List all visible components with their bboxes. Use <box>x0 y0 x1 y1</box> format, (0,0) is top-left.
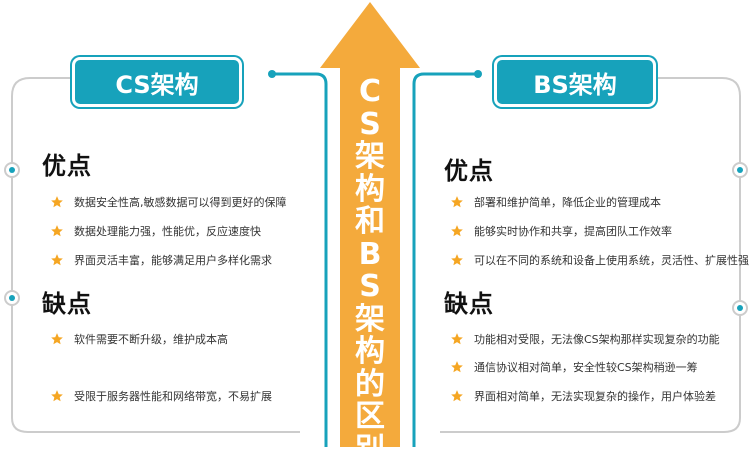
right-pro-item: 部署和维护简单，降低企业的管理成本 <box>450 193 661 211</box>
right-dot-bottom <box>732 300 748 316</box>
left-pro-item: 界面灵活丰富，能够满足用户多样化需求 <box>50 251 272 269</box>
arrow-label-char: S <box>359 106 381 142</box>
left-connector-line <box>272 72 328 447</box>
arrow-label-char: 架 <box>355 301 385 337</box>
left-pros-heading: 优点 <box>42 152 92 180</box>
left-pro-item: 数据安全性高,敏感数据可以得到更好的保障 <box>50 193 287 211</box>
left-con-text: 受限于服务器性能和网络带宽，不易扩展 <box>74 390 272 403</box>
star-icon <box>451 196 463 208</box>
right-pro-text: 能够实时协作和共享，提高团队工作效率 <box>474 225 672 238</box>
arrow-label-char: 构 <box>355 334 385 369</box>
right-pro-item: 可以在不同的系统和设备上使用系统，灵活性、扩展性强 <box>450 251 749 269</box>
arrow-label-char: 别 <box>355 431 385 467</box>
star-icon <box>451 225 463 237</box>
left-cons-heading: 缺点 <box>42 290 92 318</box>
star-icon <box>451 333 463 345</box>
right-con-item: 功能相对受限，无法像CS架构那样实现复杂的功能 <box>450 330 720 348</box>
background-graphics <box>11 2 741 447</box>
left-pro-text: 界面灵活丰富，能够满足用户多样化需求 <box>74 254 272 267</box>
arrow-label-char: 和 <box>355 204 385 239</box>
right-panel-border <box>440 77 741 433</box>
left-con-text: 软件需要不断升级，维护成本高 <box>74 333 228 346</box>
right-dot-top <box>732 162 748 178</box>
right-con-text: 界面相对简单，无法实现复杂的操作，用户体验差 <box>474 390 716 403</box>
right-panel-title: BS架构 <box>494 57 656 107</box>
star-icon <box>51 333 63 345</box>
right-pro-item: 能够实时协作和共享，提高团队工作效率 <box>450 222 672 240</box>
left-panel-title: CS架构 <box>72 57 242 107</box>
right-pros-heading: 优点 <box>444 157 494 185</box>
right-con-text: 通信协议相对简单，安全性较CS架构稍逊一筹 <box>474 361 698 374</box>
left-dot-top <box>4 162 20 178</box>
arrow-label-char: 区 <box>355 399 385 434</box>
left-con-item: 受限于服务器性能和网络带宽，不易扩展 <box>50 387 272 405</box>
right-cons-heading: 缺点 <box>444 290 494 318</box>
center-arrow <box>320 2 420 447</box>
arrow-label-char: 架 <box>355 139 385 174</box>
arrow-label-char: 构 <box>355 171 385 207</box>
arrow-label-char: B <box>358 236 382 272</box>
star-icon <box>51 196 63 208</box>
left-pro-text: 数据处理能力强，性能优，反应速度快 <box>74 225 261 238</box>
left-con-item: 软件需要不断升级，维护成本高 <box>50 330 228 348</box>
star-icon <box>51 390 63 402</box>
right-con-item: 通信协议相对简单，安全性较CS架构稍逊一筹 <box>450 358 698 376</box>
left-pro-text: 数据安全性高,敏感数据可以得到更好的保障 <box>74 196 287 209</box>
arrow-label-char: C <box>358 74 382 109</box>
right-pro-text: 可以在不同的系统和设备上使用系统，灵活性、扩展性强 <box>474 254 749 267</box>
star-icon <box>51 254 63 266</box>
right-con-item: 界面相对简单，无法实现复杂的操作，用户体验差 <box>450 387 716 405</box>
left-dot-bottom <box>4 290 20 306</box>
arrow-label-char: S <box>359 269 381 304</box>
right-pro-text: 部署和维护简单，降低企业的管理成本 <box>474 196 661 209</box>
star-icon <box>451 361 463 373</box>
left-pro-item: 数据处理能力强，性能优，反应速度快 <box>50 222 261 240</box>
star-icon <box>51 225 63 237</box>
star-icon <box>451 390 463 402</box>
left-panel-border <box>11 77 300 433</box>
right-connector-line <box>412 72 478 447</box>
right-con-text: 功能相对受限，无法像CS架构那样实现复杂的功能 <box>474 333 720 346</box>
star-icon <box>451 254 463 266</box>
arrow-label-char: 的 <box>355 366 385 402</box>
